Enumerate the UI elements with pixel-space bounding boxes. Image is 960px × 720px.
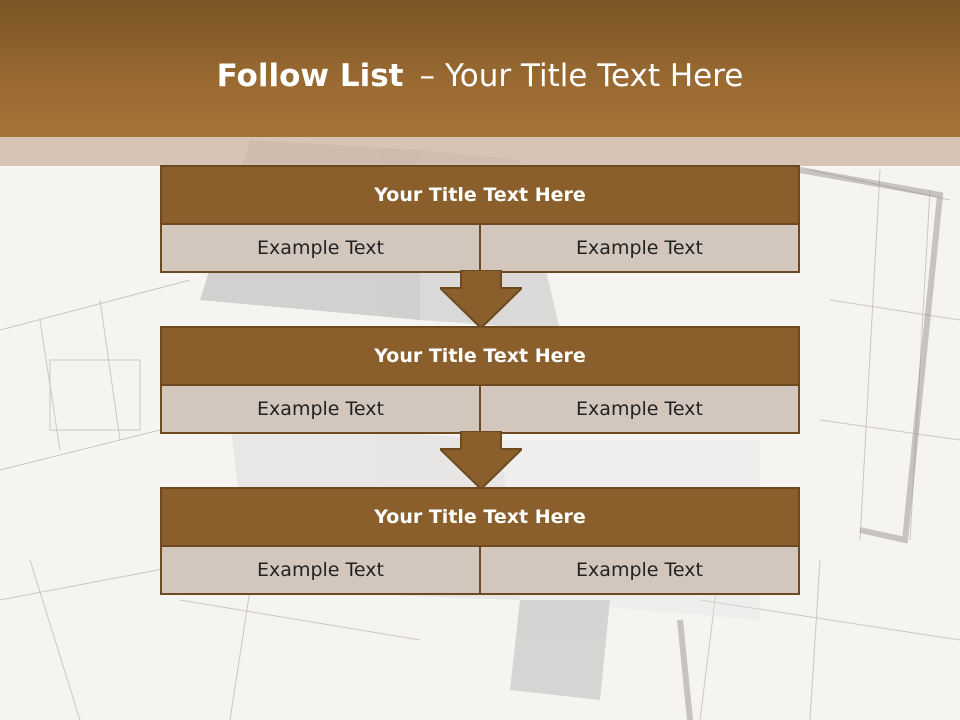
- list-block-title: Your Title Text Here: [162, 328, 798, 384]
- slide-title-separator: –: [419, 58, 435, 94]
- list-block-cell-left: Example Text: [162, 547, 479, 593]
- list-block-title: Your Title Text Here: [162, 167, 798, 223]
- list-block-cell-right: Example Text: [479, 547, 798, 593]
- list-block-cell-left: Example Text: [162, 386, 479, 432]
- list-block-row: Example Text Example Text: [162, 223, 798, 271]
- down-arrow-icon: [440, 270, 522, 328]
- slide-title: Follow List–Your Title Text Here: [0, 56, 960, 96]
- list-block-cell-right: Example Text: [479, 386, 798, 432]
- list-block-cell-right: Example Text: [479, 225, 798, 271]
- list-block-3: Your Title Text Here Example Text Exampl…: [160, 487, 800, 595]
- list-block-cell-left: Example Text: [162, 225, 479, 271]
- title-banner: [0, 0, 960, 137]
- title-banner-strip: [0, 137, 960, 166]
- slide-title-bold: Follow List: [216, 58, 404, 94]
- list-block-2: Your Title Text Here Example Text Exampl…: [160, 326, 800, 434]
- slide-title-text: Your Title Text Here: [444, 58, 744, 94]
- list-block-row: Example Text Example Text: [162, 545, 798, 593]
- list-block-1: Your Title Text Here Example Text Exampl…: [160, 165, 800, 273]
- list-block-title: Your Title Text Here: [162, 489, 798, 545]
- list-block-row: Example Text Example Text: [162, 384, 798, 432]
- down-arrow-icon: [440, 431, 522, 489]
